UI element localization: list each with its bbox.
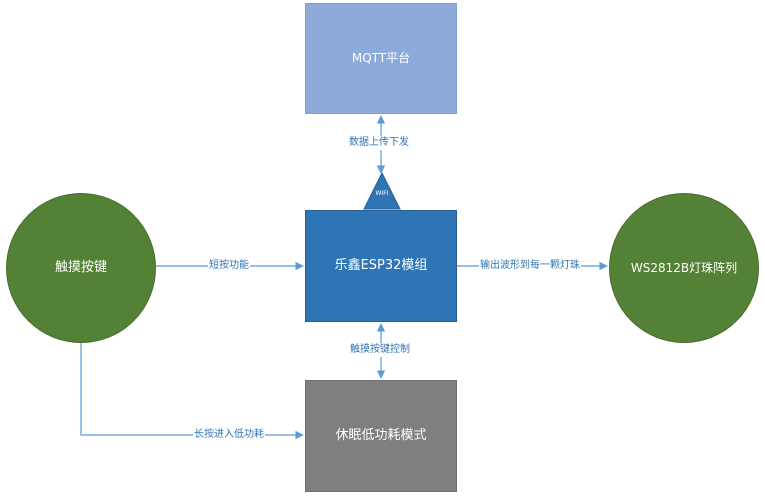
mqtt-platform-box: MQTT平台: [305, 3, 457, 114]
sleep-mode-label: 休眠低功耗模式: [335, 428, 427, 444]
mqtt-platform-label: MQTT平台: [351, 51, 411, 66]
edge-label-short-press: 短按功能: [208, 259, 250, 273]
edge-label-output-waveform: 输出波形到每一颗灯珠: [479, 259, 581, 273]
edge-label-long-press: 长按进入低功耗: [193, 428, 265, 442]
edge-label-touch-control: 触摸按键控制: [349, 343, 411, 357]
led-array-circle: WS2812B灯珠阵列: [609, 193, 759, 343]
esp32-module-label: 乐鑫ESP32模组: [334, 258, 428, 274]
sleep-mode-box: 休眠低功耗模式: [305, 380, 457, 492]
connector-touch-sleep: [80, 343, 304, 440]
edge-label-upload-download: 数据上传下发: [348, 136, 410, 150]
touch-key-circle: 触摸按键: [6, 193, 156, 343]
led-array-label: WS2812B灯珠阵列: [630, 260, 738, 275]
touch-key-label: 触摸按键: [54, 260, 107, 276]
esp32-module-box: 乐鑫ESP32模组: [305, 210, 457, 322]
wifi-badge-label: WIFI: [375, 190, 389, 197]
